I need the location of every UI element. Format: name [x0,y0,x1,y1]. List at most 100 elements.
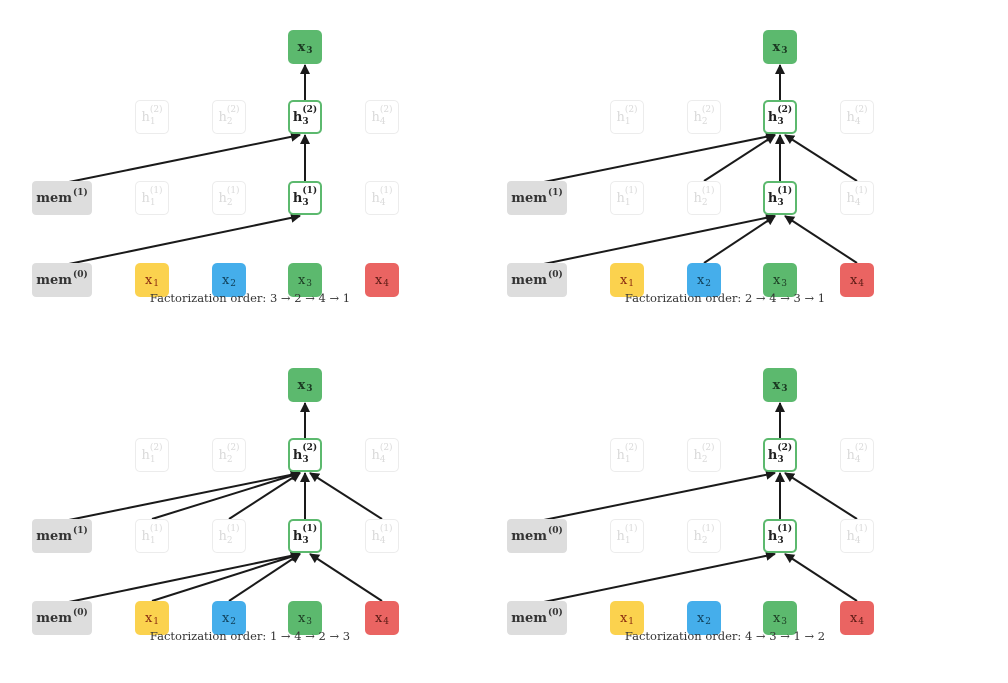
mem-layer-index: (1) [548,187,563,198]
x-index: 1 [628,278,635,289]
active-hidden-state-h3-layer1: h(1)3 [763,181,797,215]
hidden-state-h1-layer2: h(2)1 [135,438,169,472]
attention-edges [63,64,310,266]
x-index: 3 [306,278,313,289]
memory-node-layer1: mem(1) [32,181,92,215]
edge-mem-to-h1 [63,550,301,604]
hidden-state-h2-layer2: h(2)2 [212,438,246,472]
h-indices: (2)1 [150,106,163,127]
h-indices: (2)1 [624,443,638,465]
h-position-index: 2 [701,198,708,208]
edge-mem-to-h2 [63,131,301,184]
h-indices: (1)4 [379,186,393,208]
h-position-index: 4 [854,117,861,127]
x-index: 3 [781,278,788,289]
h-indices: (2)4 [379,106,393,127]
factorization-order-caption: Factorization order: 2 → 4 → 3 → 1 [624,291,826,305]
h-layer-index: (1) [777,524,793,534]
h-layer-index: (2) [302,443,318,453]
x-index: 4 [858,278,865,289]
mem-layer-index: (0) [548,607,563,618]
h-layer-index: (2) [701,105,715,115]
h-position-index: 3 [777,198,784,208]
h-letter: h [693,447,702,463]
h-letter: h [141,109,150,125]
h-indices: (2)1 [149,443,163,465]
x-index: 2 [230,616,237,627]
h-layer-index: (1) [226,524,240,534]
mem-label: mem [36,528,72,544]
edge-h1-to-h2 [151,470,301,520]
hidden-state-h2-layer1: h(1)2 [687,519,721,553]
x-index: 1 [153,616,160,627]
h-letter: h [767,447,778,463]
h-letter: h [693,109,702,125]
h-letter: h [616,109,625,125]
mem-layer-index: (0) [548,269,563,280]
h-letter: h [218,528,227,544]
hidden-state-h2-layer1: h(1)2 [212,519,246,553]
x-letter: x [297,377,306,393]
h-layer-index: (1) [226,186,240,196]
active-hidden-state-h3-layer1: h(1)3 [763,519,797,553]
x-letter: x [772,39,781,55]
h-indices: (2)2 [701,105,715,127]
h-position-index: 4 [379,117,386,127]
h-layer-index: (2) [149,443,163,453]
h-letter: h [218,190,227,206]
x-index: 4 [383,278,390,289]
x-index: 3 [781,383,788,394]
h-letter: h [846,109,855,125]
x-index: 3 [781,616,788,627]
h-layer-index: (2) [624,105,638,115]
h-layer-index: (1) [701,524,715,534]
h-indices: (2)3 [777,106,792,127]
h-indices: (1)1 [150,187,163,208]
mem-label: mem [36,272,72,288]
h-position-index: 4 [854,198,861,208]
h-layer-index: (2) [379,443,393,453]
h-letter: h [693,528,702,544]
h-position-index: 2 [226,455,233,465]
edge-h4-to-h2 [784,472,858,520]
h-indices: (2)4 [855,444,868,465]
h-layer-index: (2) [624,443,638,453]
h-layer-index: (1) [379,186,393,196]
h-indices: (1)3 [777,186,793,208]
mem-label: mem [36,190,72,206]
h-indices: (2)4 [854,106,868,127]
h-letter: h [371,190,380,206]
x-index: 1 [628,616,635,627]
h-letter: h [846,447,855,463]
x-letter: x [696,610,705,626]
x-index: 3 [306,616,313,627]
memory-node-layer0: mem(0) [507,263,567,297]
h-layer-index: (1) [777,186,793,196]
h-letter: h [371,528,380,544]
mem-label: mem [511,528,547,544]
x-letter: x [619,610,628,626]
hidden-state-h4-layer1: h(1)4 [840,519,874,553]
h-letter: h [292,109,303,125]
x-letter: x [619,272,628,288]
h-position-index: 3 [302,455,309,465]
h-letter: h [292,190,303,206]
hidden-state-h1-layer2: h(2)1 [135,100,169,134]
h-letter: h [616,528,625,544]
h-letter: h [616,190,625,206]
h-indices: (1)2 [226,186,240,208]
h-indices: (2)3 [302,106,317,127]
edge-h4-to-h2 [309,472,383,520]
x-index: 2 [705,616,712,627]
h-layer-index: (1) [149,524,163,534]
hidden-state-h4-layer2: h(2)4 [365,100,399,134]
h-indices: (1)4 [855,525,868,546]
